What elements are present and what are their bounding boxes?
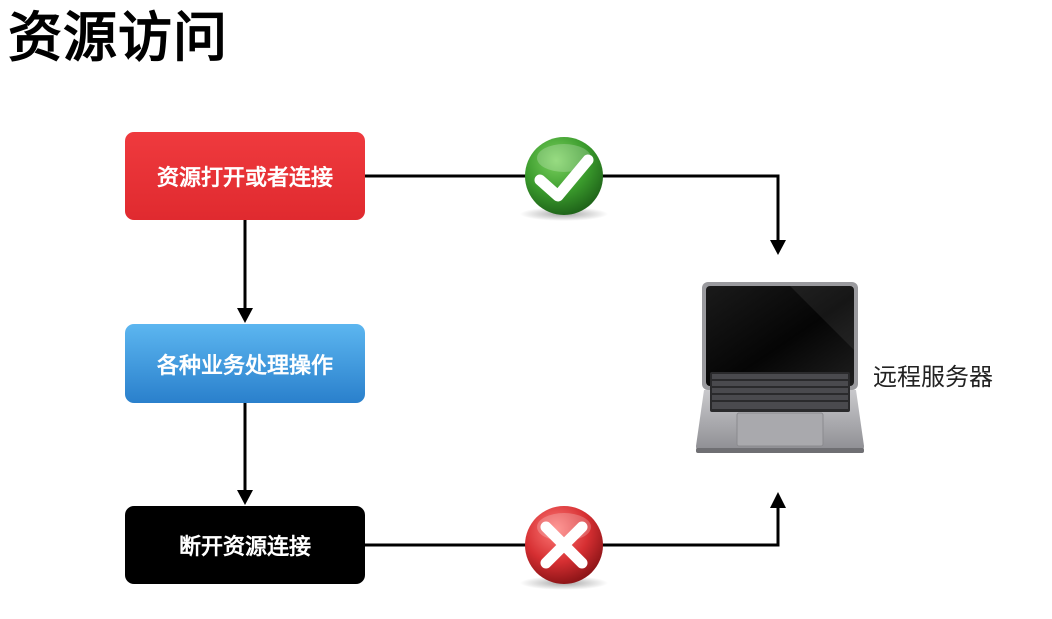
arrow-step2-to-step3: [237, 403, 253, 505]
step-open-connection: 资源打开或者连接: [125, 132, 365, 220]
check-icon: [520, 137, 608, 221]
step-close-connection: 断开资源连接: [125, 506, 365, 584]
cross-icon: [520, 506, 608, 590]
arrow-step1-to-step2: [237, 220, 253, 323]
step-business-operations: 各种业务处理操作: [125, 324, 365, 403]
laptop-icon: [696, 282, 864, 453]
server-label: 远程服务器: [873, 363, 993, 391]
page-title: 资源访问: [8, 6, 228, 69]
connector-close-to-server: [365, 492, 786, 547]
connector-open-to-server: [365, 174, 786, 255]
